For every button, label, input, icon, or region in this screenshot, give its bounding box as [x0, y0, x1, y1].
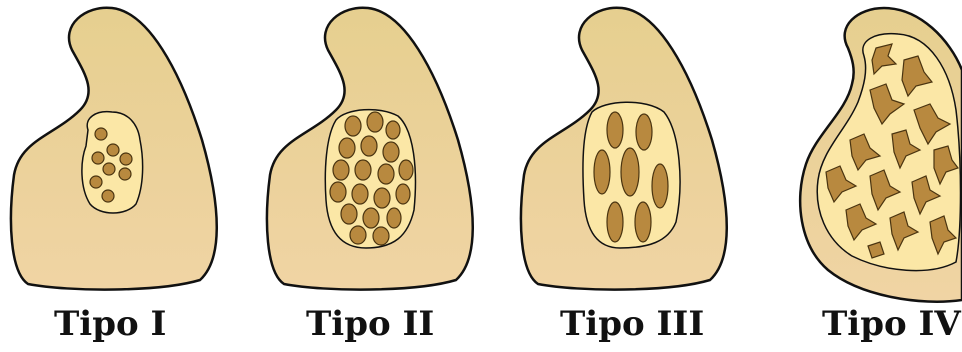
- panel-type-2: [267, 8, 473, 290]
- type-2-label: Tipo II: [306, 304, 434, 344]
- type-1-label: Tipo I: [54, 304, 166, 344]
- panel-type-4: [800, 8, 962, 302]
- type-4-label: Tipo IV: [822, 304, 961, 344]
- panel-type-1: [11, 8, 217, 290]
- panel-type-3: [521, 8, 727, 290]
- type-3-label: Tipo III: [560, 304, 704, 344]
